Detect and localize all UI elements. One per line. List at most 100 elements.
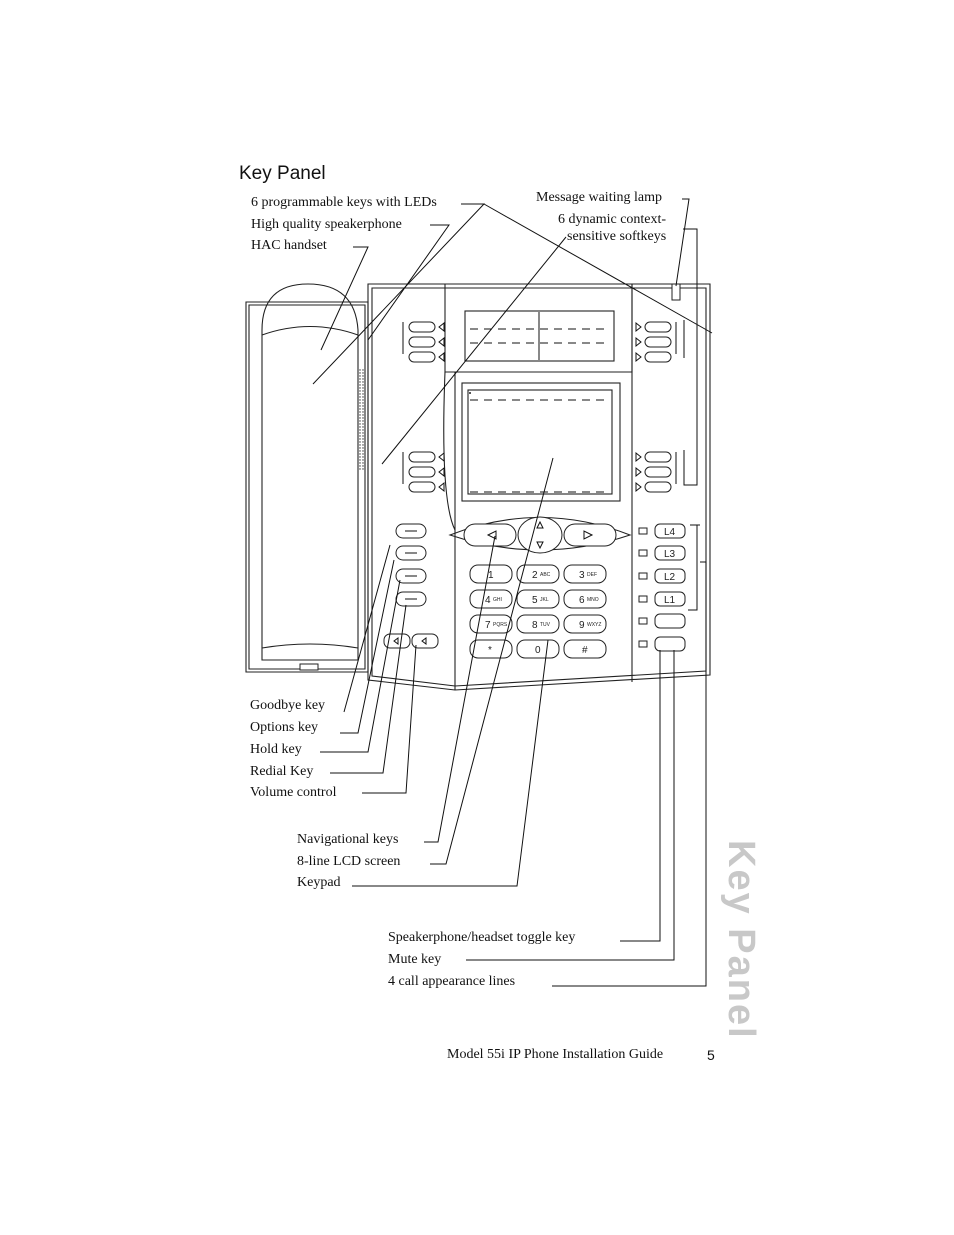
keypad-key[interactable] — [516, 639, 560, 659]
keypad-key[interactable] — [563, 614, 607, 634]
grille-dot — [362, 372, 364, 374]
grille-dot — [359, 423, 361, 425]
leader-lines — [312, 198, 713, 987]
programmable-key[interactable] — [644, 321, 672, 333]
grille-dot — [359, 372, 361, 374]
function-keys — [383, 523, 439, 649]
line-key-label: L3 — [664, 549, 676, 560]
grille-dot — [359, 393, 361, 395]
line-key[interactable] — [654, 545, 686, 561]
grille-dot — [359, 408, 361, 410]
keypad-key[interactable] — [563, 564, 607, 584]
grille-dot — [362, 384, 364, 386]
key-led — [635, 466, 642, 478]
grille-dot — [359, 399, 361, 401]
line-key[interactable] — [654, 523, 686, 539]
grille-dot — [362, 414, 364, 416]
phone-body — [245, 283, 711, 691]
keypad-digit: 4 — [485, 595, 491, 606]
keypad-key[interactable] — [469, 564, 513, 584]
keypad-digit: 5 — [532, 595, 538, 606]
grille-dot — [362, 423, 364, 425]
programmable-key[interactable] — [644, 351, 672, 363]
programmable-key[interactable] — [408, 336, 436, 348]
grille-dot — [362, 405, 364, 407]
callout-options: Options key — [250, 720, 319, 735]
grille-dot — [359, 465, 361, 467]
key-led — [635, 336, 642, 348]
programmable-key[interactable] — [644, 481, 672, 493]
programmable-key[interactable] — [644, 451, 672, 463]
programmable-key[interactable] — [408, 351, 436, 363]
line-led — [638, 549, 648, 557]
grille-dot — [362, 444, 364, 446]
line-key[interactable] — [654, 591, 686, 607]
programmable-key[interactable] — [644, 336, 672, 348]
speaker-toggle-key[interactable] — [654, 613, 686, 629]
grille-dot — [359, 438, 361, 440]
callout-hold: Hold key — [250, 742, 302, 757]
callout-nav: Navigational keys — [297, 832, 399, 847]
callout-goodbye: Goodbye key — [250, 698, 326, 713]
grille-dot — [359, 411, 361, 413]
grille-dot — [359, 444, 361, 446]
programmable-key[interactable] — [408, 451, 436, 463]
grille-dot — [362, 375, 364, 377]
keypad-letters: GHI — [493, 597, 502, 603]
speaker-high-icon — [421, 637, 427, 645]
grille-dot — [359, 426, 361, 428]
grille-dot — [359, 378, 361, 380]
callout-softkeys-line1: 6 dynamic context- — [558, 212, 667, 227]
callout-programmable-keys: 6 programmable keys with LEDs — [251, 195, 437, 210]
keypad-letters: ABC — [540, 572, 551, 578]
grille-dot — [359, 456, 361, 458]
programmable-key[interactable] — [408, 466, 436, 478]
grille-dot — [362, 378, 364, 380]
line-key-label: L1 — [664, 595, 676, 606]
keypad-letters: DEF — [587, 572, 597, 578]
grille-dot — [362, 417, 364, 419]
grille-dot — [359, 390, 361, 392]
keypad-key[interactable] — [469, 589, 513, 609]
keypad-key[interactable] — [516, 564, 560, 584]
key-led — [635, 481, 642, 493]
callout-call-lines: 4 call appearance lines — [388, 974, 516, 989]
grille-dot — [359, 381, 361, 383]
grille-dot — [359, 396, 361, 398]
grille-dot — [362, 369, 364, 371]
keypad-letters: JKL — [540, 597, 549, 603]
line-led — [638, 617, 648, 625]
grille-dot — [359, 405, 361, 407]
keypad-digit: * — [488, 645, 492, 656]
programmable-key[interactable] — [408, 321, 436, 333]
line-key[interactable] — [654, 568, 686, 584]
programmable-key[interactable] — [408, 481, 436, 493]
keypad-key[interactable] — [516, 589, 560, 609]
line-led — [638, 527, 648, 535]
line-led — [638, 640, 648, 648]
grille-dot — [359, 369, 361, 371]
mute-key[interactable] — [654, 636, 686, 652]
volume-down-key[interactable] — [383, 633, 411, 649]
line-led — [638, 572, 648, 580]
volume-up-key[interactable] — [411, 633, 439, 649]
programmable-key[interactable] — [644, 466, 672, 478]
keypad-digit: 7 — [485, 620, 491, 631]
grille-dot — [362, 408, 364, 410]
keypad-key[interactable] — [516, 614, 560, 634]
grille-dot — [362, 429, 364, 431]
grille-dot — [359, 468, 361, 470]
grille-dot — [359, 459, 361, 461]
keypad-key[interactable] — [563, 589, 607, 609]
callout-softkeys-line2: sensitive softkeys — [567, 229, 667, 244]
key-led — [438, 336, 445, 348]
keypad-letters: WXYZ — [587, 622, 601, 628]
grille-dot — [362, 390, 364, 392]
grille-dot — [362, 447, 364, 449]
grille-dot — [362, 456, 364, 458]
keypad-digit: # — [582, 645, 588, 656]
keypad-key[interactable] — [469, 614, 513, 634]
keypad-key[interactable] — [563, 639, 607, 659]
softkey-display — [464, 310, 615, 362]
